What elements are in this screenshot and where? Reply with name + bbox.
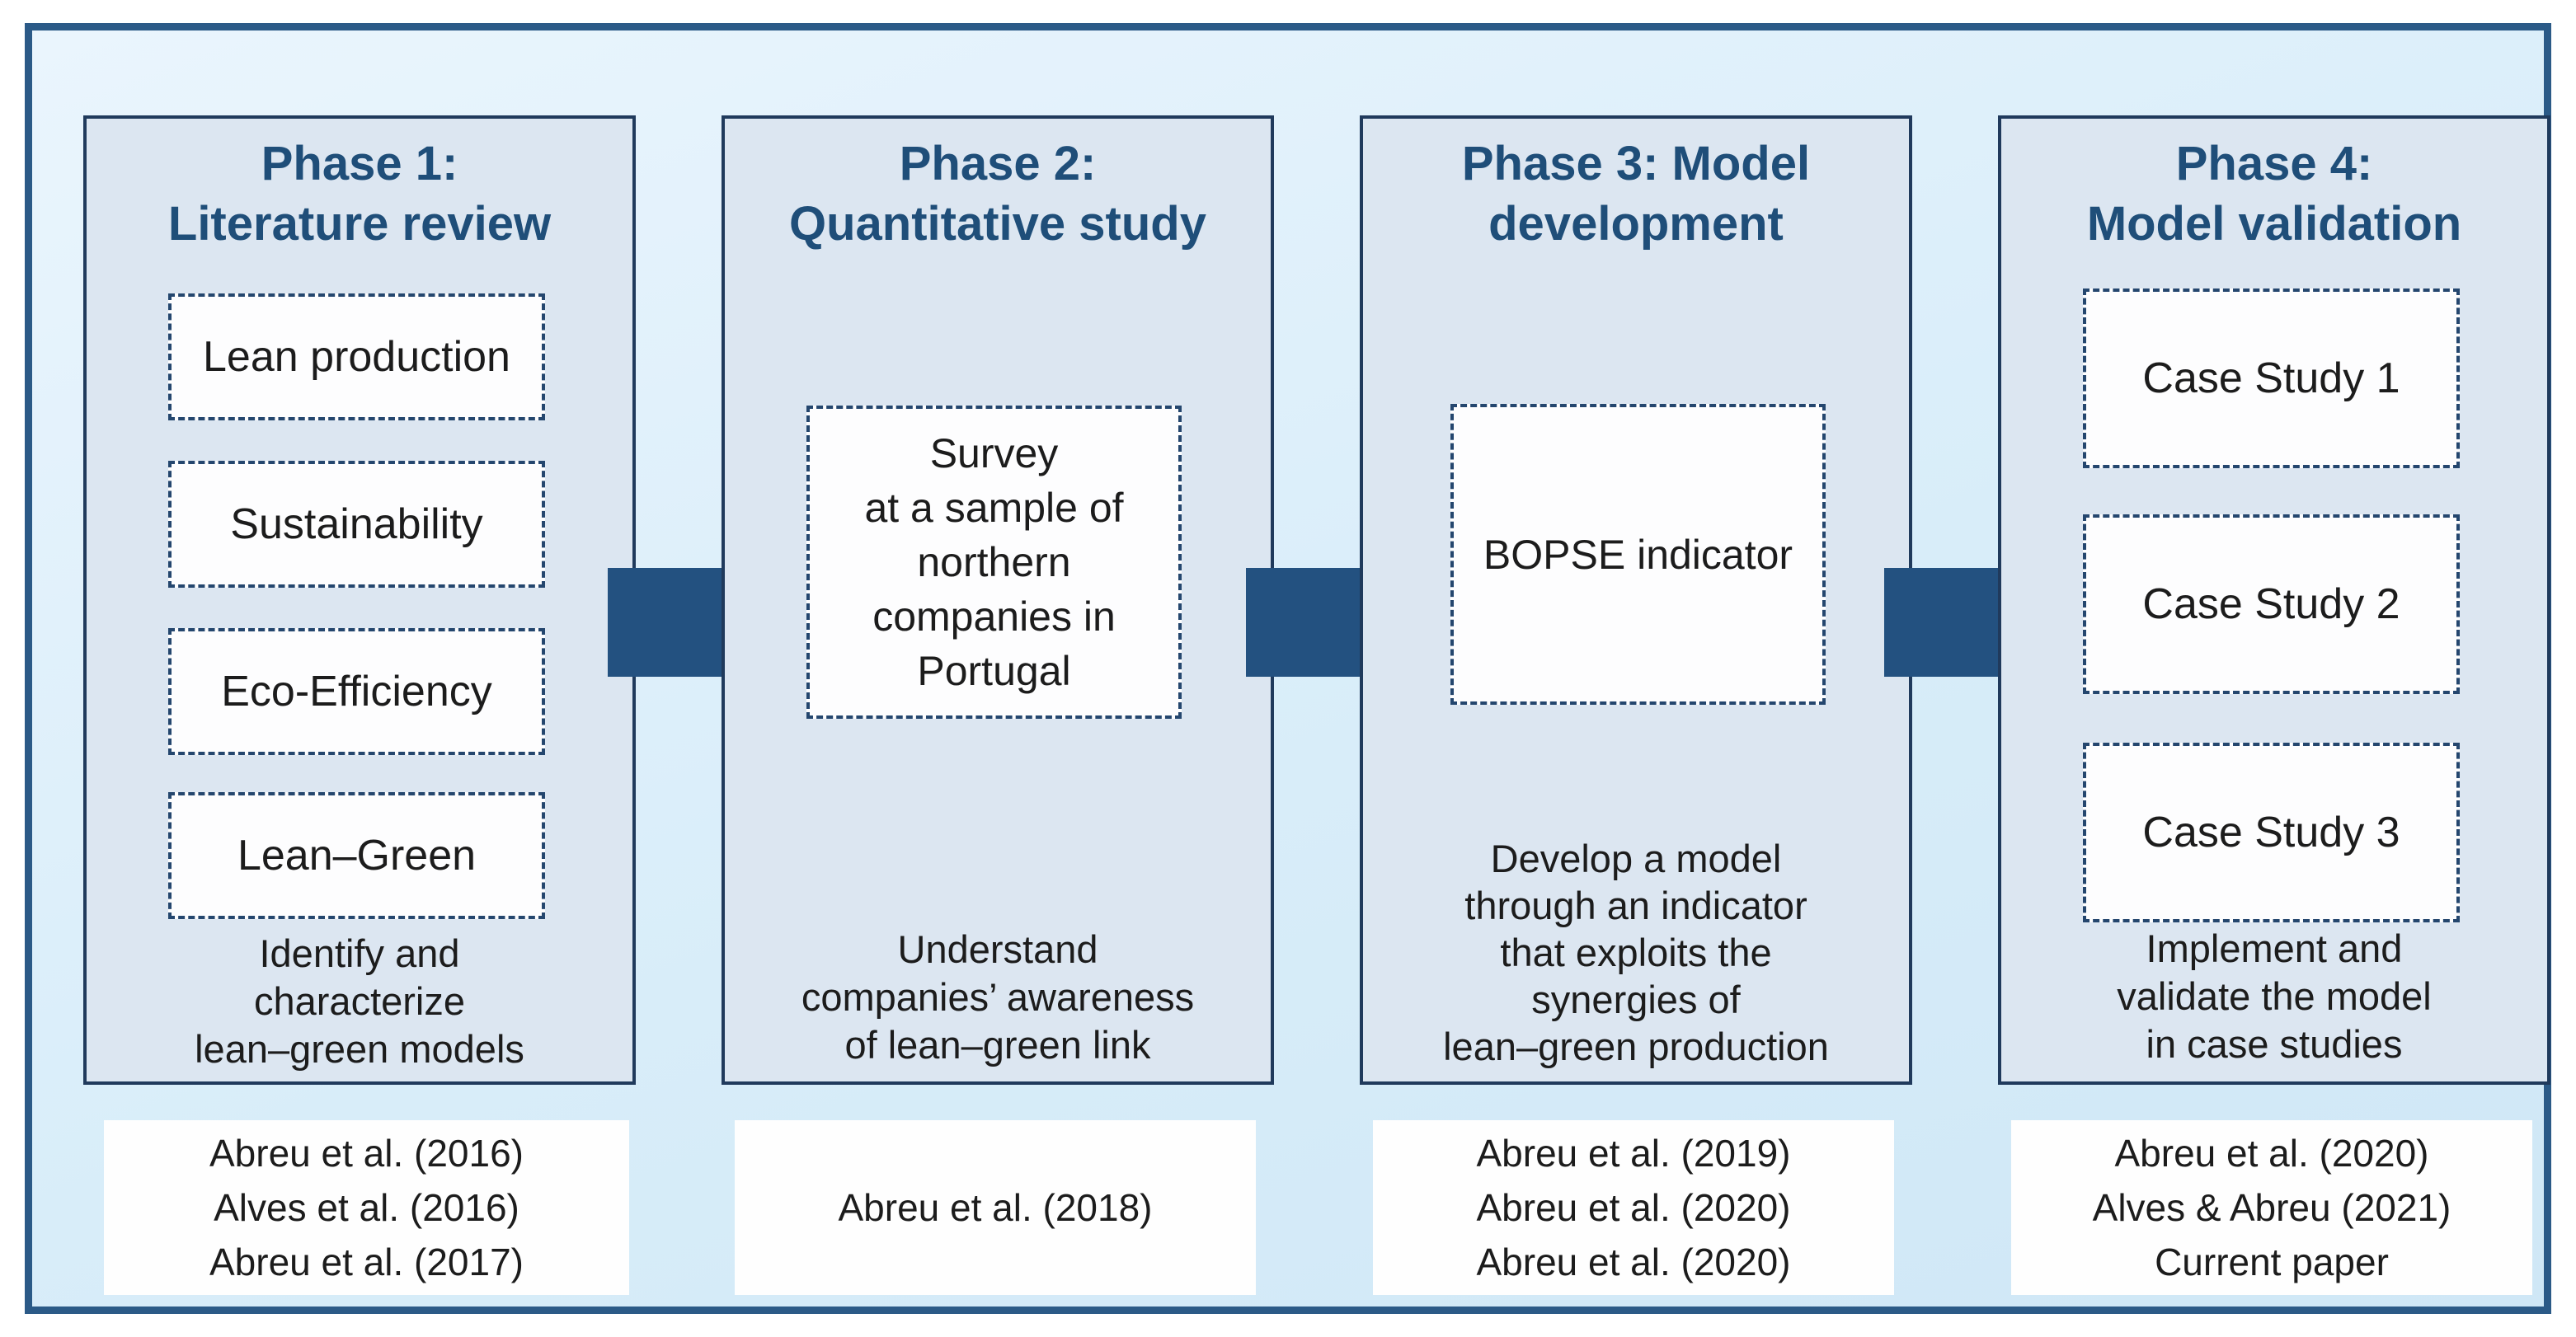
phase-4-panel: Phase 4: Model validation Case Study 1 C… <box>1998 115 2550 1085</box>
phase-3-title: Phase 3: Model development <box>1461 137 1811 251</box>
phase-2-references: Abreu et al. (2018) <box>735 1120 1256 1295</box>
phase-3-references: Abreu et al. (2019) Abreu et al. (2020) … <box>1373 1120 1894 1295</box>
lean-green-box: Lean–Green <box>168 792 545 919</box>
phase-4-description: Implement and validate the model in case… <box>2117 927 2432 1066</box>
phase-3-description: Develop a model through an indicator tha… <box>1443 837 1829 1068</box>
reference-item: Abreu et al. (2020) <box>1476 1186 1791 1229</box>
survey-box: Survey at a sample of northern companies… <box>806 406 1182 719</box>
phase-2-panel: Phase 2: Quantitative study Survey at a … <box>722 115 1274 1085</box>
phase-3-panel: Phase 3: Model development BOPSE indicat… <box>1360 115 1912 1085</box>
reference-item: Alves et al. (2016) <box>214 1186 519 1229</box>
bopse-indicator-box: BOPSE indicator <box>1450 404 1826 705</box>
phase-2-title: Phase 2: Quantitative study <box>789 137 1206 251</box>
sustainability-box: Sustainability <box>168 461 545 588</box>
reference-item: Abreu et al. (2019) <box>1476 1132 1791 1175</box>
reference-item: Abreu et al. (2020) <box>1476 1241 1791 1283</box>
phase-4-title: Phase 4: Model validation <box>2086 137 2462 251</box>
phase-1-references: Abreu et al. (2016) Alves et al. (2016) … <box>104 1120 629 1295</box>
reference-item: Abreu et al. (2017) <box>209 1241 524 1283</box>
phase-1-description: Identify and characterize lean–green mod… <box>195 931 524 1071</box>
reference-item: Alves & Abreu (2021) <box>2092 1186 2451 1229</box>
eco-efficiency-box: Eco-Efficiency <box>168 628 545 755</box>
case-study-1-box: Case Study 1 <box>2083 289 2460 468</box>
phase-2-description: Understand companies’ awareness of lean–… <box>801 927 1195 1067</box>
case-study-2-box: Case Study 2 <box>2083 514 2460 694</box>
diagram-frame: Phase 1: Literature review Lean producti… <box>25 23 2551 1314</box>
case-study-3-box: Case Study 3 <box>2083 743 2460 922</box>
reference-item: Current paper <box>2155 1241 2389 1283</box>
phase-4-references: Abreu et al. (2020) Alves & Abreu (2021)… <box>2011 1120 2532 1295</box>
reference-item: Abreu et al. (2016) <box>209 1132 524 1175</box>
lean-production-box: Lean production <box>168 293 545 420</box>
phase-1-title: Phase 1: Literature review <box>167 137 552 251</box>
phase-1-panel: Phase 1: Literature review Lean producti… <box>83 115 636 1085</box>
reference-item: Abreu et al. (2018) <box>838 1186 1153 1229</box>
reference-item: Abreu et al. (2020) <box>2114 1132 2429 1175</box>
